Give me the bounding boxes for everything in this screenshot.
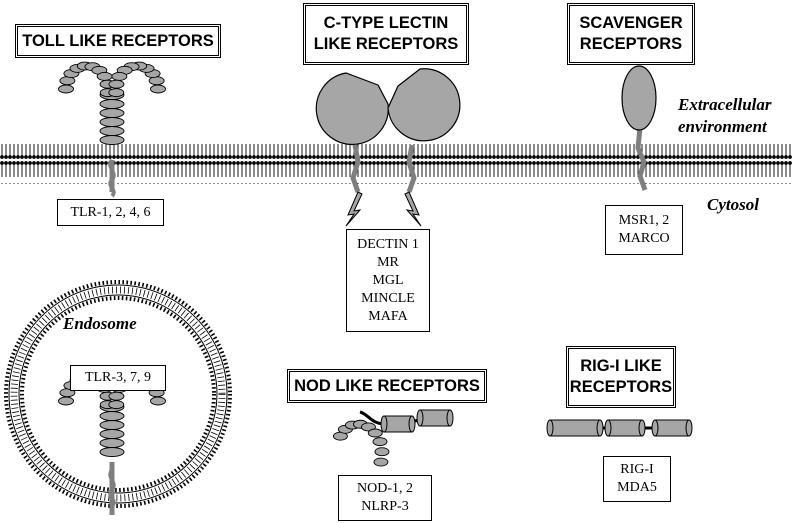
scavenger-receptors-heading: SCAVENGER RECEPTORS [567, 3, 695, 65]
tlr-arm-segment [58, 396, 74, 406]
ctype-label-line: MR [377, 254, 399, 270]
tlr-stem-segment [99, 429, 125, 439]
nod-chain-segment [372, 437, 388, 447]
toll-like-receptors-heading: TOLL LIKE RECEPTORS [15, 24, 221, 58]
rig-label: RIG-I MDA5 [603, 456, 671, 502]
plasma-membrane [0, 144, 792, 184]
nod-label-line: NLRP-3 [361, 499, 409, 514]
extracellular-line-1: Extracellular [678, 95, 772, 114]
tlr-surface-label-line: TLR-1, 2, 4, 6 [70, 204, 151, 220]
ctype-label-line: MAFA [368, 308, 408, 324]
rig-i-like-receptors-heading: RIG-I LIKE RECEPTORS [566, 346, 676, 408]
tlr-stem-segment [99, 126, 125, 136]
nod-like-receptor [332, 409, 454, 467]
tlr-arm-segment [108, 79, 125, 89]
tlr-stem-segment [99, 108, 125, 118]
tlr-stem-segment [99, 117, 125, 127]
tlr-arm-segment [108, 400, 125, 410]
tlr-stem-segment [99, 411, 125, 421]
nod-chain-segment [360, 422, 376, 432]
c-type-lectin-receptor [315, 68, 461, 227]
tlr-arm-segment [150, 84, 166, 94]
c-type-lectin-receptors-heading: C-TYPE LECTIN LIKE RECEPTORS [303, 3, 469, 65]
extracellular-line-2: environment [678, 117, 767, 136]
extracellular-label: Extracellular environment [678, 94, 772, 138]
ctype-label-line: MGL [372, 272, 404, 288]
rig-i-like-receptor [546, 419, 693, 437]
cytosol-label: Cytosol [707, 195, 759, 214]
tlr-stem-segment [99, 420, 125, 430]
tlr-arm-segment [58, 84, 74, 94]
nod-domain [383, 415, 413, 433]
nod-like-receptors-heading: NOD LIKE RECEPTORS [287, 369, 487, 403]
tlr-stem-segment [99, 438, 125, 448]
nod-chain-segment [373, 457, 389, 467]
rig-label-line: MDA5 [617, 480, 657, 495]
tlr-arm-segment [111, 71, 128, 81]
c-type-lectin-label: DECTIN 1 MR MGL MINCLE MAFA [346, 229, 430, 332]
nod-chain-segment [367, 428, 383, 438]
tlr-stem-segment [99, 447, 125, 457]
tlr-arm-segment [108, 391, 125, 401]
tlr-arm-segment [96, 71, 113, 81]
ctype-label-line: MINCLE [361, 290, 415, 306]
scavenger-receptor [621, 65, 657, 191]
tlr-arm-segment [150, 396, 166, 406]
scavenger-label: MSR1, 2 MARCO [605, 205, 683, 255]
tlr-arm-segment [108, 88, 125, 98]
ctype-label-line: DECTIN 1 [357, 236, 419, 252]
scavenger-label-line: MARCO [618, 231, 670, 246]
tlr-endosome-label: TLR-3, 7, 9 [70, 365, 166, 391]
tlr-stem-segment [99, 99, 125, 109]
endosome-membrane [4, 280, 232, 508]
nod-label-line: NOD-1, 2 [357, 481, 413, 496]
nod-label: NOD-1, 2 NLRP-3 [338, 475, 432, 521]
scavenger-label-line: MSR1, 2 [618, 213, 670, 228]
endosome-label: Endosome [63, 314, 137, 333]
tlr-surface-receptor [58, 61, 166, 198]
tlr-endosome-label-line: TLR-3, 7, 9 [84, 370, 152, 385]
nod-chain-segment [374, 447, 390, 457]
rig-label-line: RIG-I [620, 462, 654, 477]
tlr-surface-label: TLR-1, 2, 4, 6 [57, 199, 164, 226]
nod-domain [419, 409, 451, 427]
tlr-stem-segment [99, 135, 125, 145]
